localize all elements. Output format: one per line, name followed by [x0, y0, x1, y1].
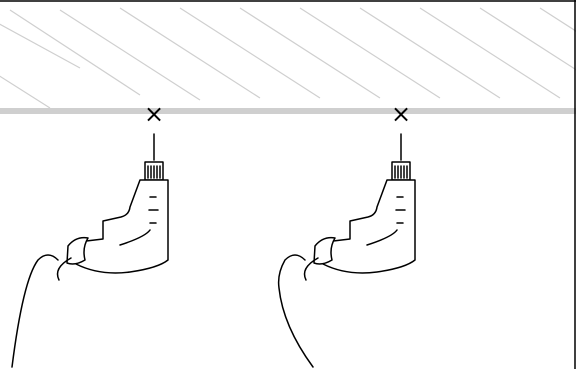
drill-icon	[11, 133, 169, 368]
drill-group-right: ×	[277, 100, 416, 368]
power-cord	[11, 254, 59, 368]
ceiling-hatch	[0, 7, 576, 109]
drill-group-left: ×	[11, 100, 169, 368]
trigger-line	[366, 229, 398, 246]
drill-handle	[66, 236, 89, 265]
cord-end	[303, 257, 319, 281]
x-mark-icon: ×	[144, 100, 164, 128]
ceiling-area	[0, 0, 576, 110]
x-mark-icon: ×	[391, 100, 411, 128]
trigger-line	[119, 229, 151, 246]
drill-icon	[277, 133, 416, 368]
cord-end	[56, 257, 72, 281]
drill-handle	[313, 236, 336, 265]
power-cord	[277, 254, 314, 368]
